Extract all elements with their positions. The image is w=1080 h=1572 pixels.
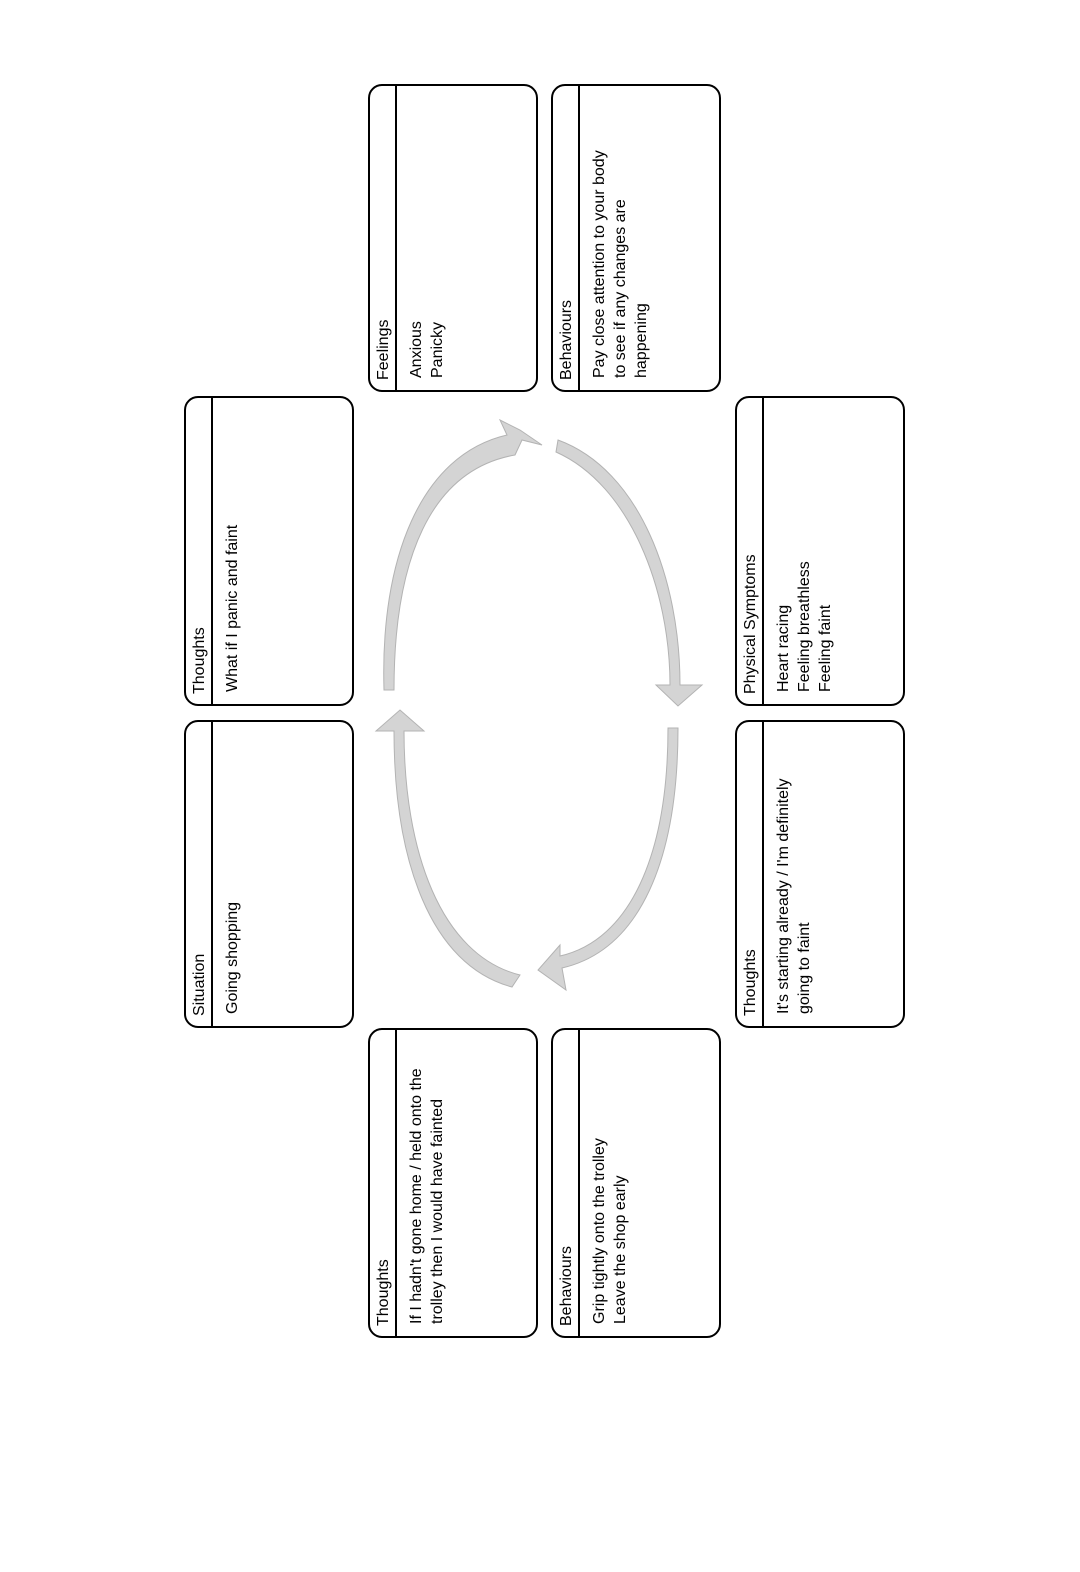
arrow-behaviours-to-physical	[555, 439, 704, 707]
arrow-thoughts-to-behaviours	[537, 727, 679, 992]
situation-box: Situation Going shopping	[184, 720, 354, 1028]
feelings-header: Feelings	[370, 86, 397, 390]
thoughts-top-header: Thoughts	[186, 398, 213, 704]
behaviours-bottom-line: Grip tightly onto the trolley	[591, 1138, 608, 1324]
behaviours-top-line: happening	[633, 303, 650, 378]
thoughts-bottom-line: trolley then I would have fainted	[429, 1098, 446, 1324]
thoughts-box-top: Thoughts What if I panic and faint	[184, 396, 354, 706]
feelings-body: Anxious Panicky	[397, 86, 448, 390]
thoughts-right-line: It's starting already / I'm definitely	[775, 778, 792, 1014]
behaviours-top-body: Pay close attention to your body to see …	[580, 86, 652, 390]
behaviours-top-line: to see if any changes are	[612, 199, 629, 378]
thoughts-box-right: Thoughts It's starting already / I'm def…	[735, 720, 905, 1028]
thoughts-right-line: going to faint	[796, 922, 813, 1014]
thoughts-top-body: What if I panic and faint	[213, 398, 243, 704]
behaviours-top-line: Pay close attention to your body	[591, 150, 608, 378]
physical-symptoms-line: Heart racing	[775, 604, 792, 692]
arrow-behaviours-to-situation	[374, 709, 521, 988]
situation-line: Going shopping	[224, 901, 241, 1014]
feelings-box: Feelings Anxious Panicky	[368, 84, 538, 392]
behaviours-bottom-header: Behaviours	[553, 1030, 580, 1336]
physical-symptoms-line: Feeling breathless	[796, 561, 813, 692]
thoughts-right-header: Thoughts	[737, 722, 764, 1026]
physical-symptoms-line: Feeling faint	[817, 604, 834, 692]
physical-symptoms-header: Physical Symptoms	[737, 398, 764, 704]
behaviours-bottom-line: Leave the shop early	[612, 1175, 629, 1324]
thoughts-top-line: What if I panic and faint	[224, 524, 241, 692]
thoughts-box-bottom: Thoughts If I hadn't gone home / held on…	[368, 1028, 538, 1338]
physical-symptoms-box: Physical Symptoms Heart racing Feeling b…	[735, 396, 905, 706]
arrow-thoughts-to-feelings	[383, 418, 543, 691]
situation-header: Situation	[186, 722, 213, 1026]
feelings-line: Panicky	[429, 321, 446, 378]
behaviours-top-header: Behaviours	[553, 86, 580, 390]
physical-symptoms-body: Heart racing Feeling breathless Feeling …	[764, 398, 836, 704]
situation-body: Going shopping	[213, 722, 243, 1026]
behaviours-box-top: Behaviours Pay close attention to your b…	[551, 84, 721, 392]
behaviours-box-bottom: Behaviours Grip tightly onto the trolley…	[551, 1028, 721, 1338]
thoughts-bottom-line: If I hadn't gone home / held onto the	[408, 1068, 425, 1324]
behaviours-bottom-body: Grip tightly onto the trolley Leave the …	[580, 1030, 631, 1336]
thoughts-bottom-header: Thoughts	[370, 1030, 397, 1336]
thoughts-right-body: It's starting already / I'm definitely g…	[764, 722, 815, 1026]
thoughts-bottom-body: If I hadn't gone home / held onto the tr…	[397, 1030, 448, 1336]
feelings-line: Anxious	[408, 321, 425, 378]
